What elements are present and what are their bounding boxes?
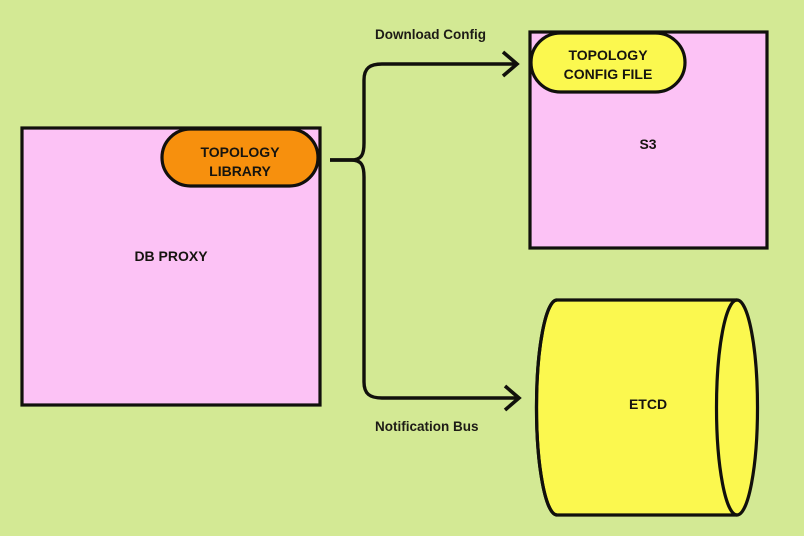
topology-config-file-label-line1: TOPOLOGY xyxy=(568,47,648,63)
node-etcd[interactable]: ETCD xyxy=(534,298,760,517)
topology-library-label-line1: TOPOLOGY xyxy=(200,144,280,160)
node-topology-library[interactable]: TOPOLOGY LIBRARY xyxy=(160,128,320,188)
topology-library-label-line2: LIBRARY xyxy=(209,163,271,179)
topology-library-pill xyxy=(160,128,320,188)
edge-notification-bus[interactable]: Notification Bus xyxy=(330,158,522,434)
download-config-arrowhead xyxy=(501,50,520,78)
etcd-right-cap-arc xyxy=(714,298,738,517)
notification-bus-label: Notification Bus xyxy=(375,419,479,434)
topology-config-file-label-line2: CONFIG FILE xyxy=(564,66,653,82)
node-topology-config-file[interactable]: TOPOLOGY CONFIG FILE xyxy=(530,32,687,94)
edge-download-config[interactable]: Download Config xyxy=(330,27,520,162)
topology-config-file-pill xyxy=(530,32,687,94)
etcd-label: ETCD xyxy=(629,396,667,412)
download-config-path xyxy=(330,62,516,162)
db-proxy-label: DB PROXY xyxy=(134,248,208,264)
notification-bus-arrowhead xyxy=(503,384,522,412)
s3-label: S3 xyxy=(639,136,656,152)
etcd-left-cap-arc xyxy=(534,298,558,517)
notification-bus-path xyxy=(330,158,518,400)
download-config-label: Download Config xyxy=(375,27,486,42)
